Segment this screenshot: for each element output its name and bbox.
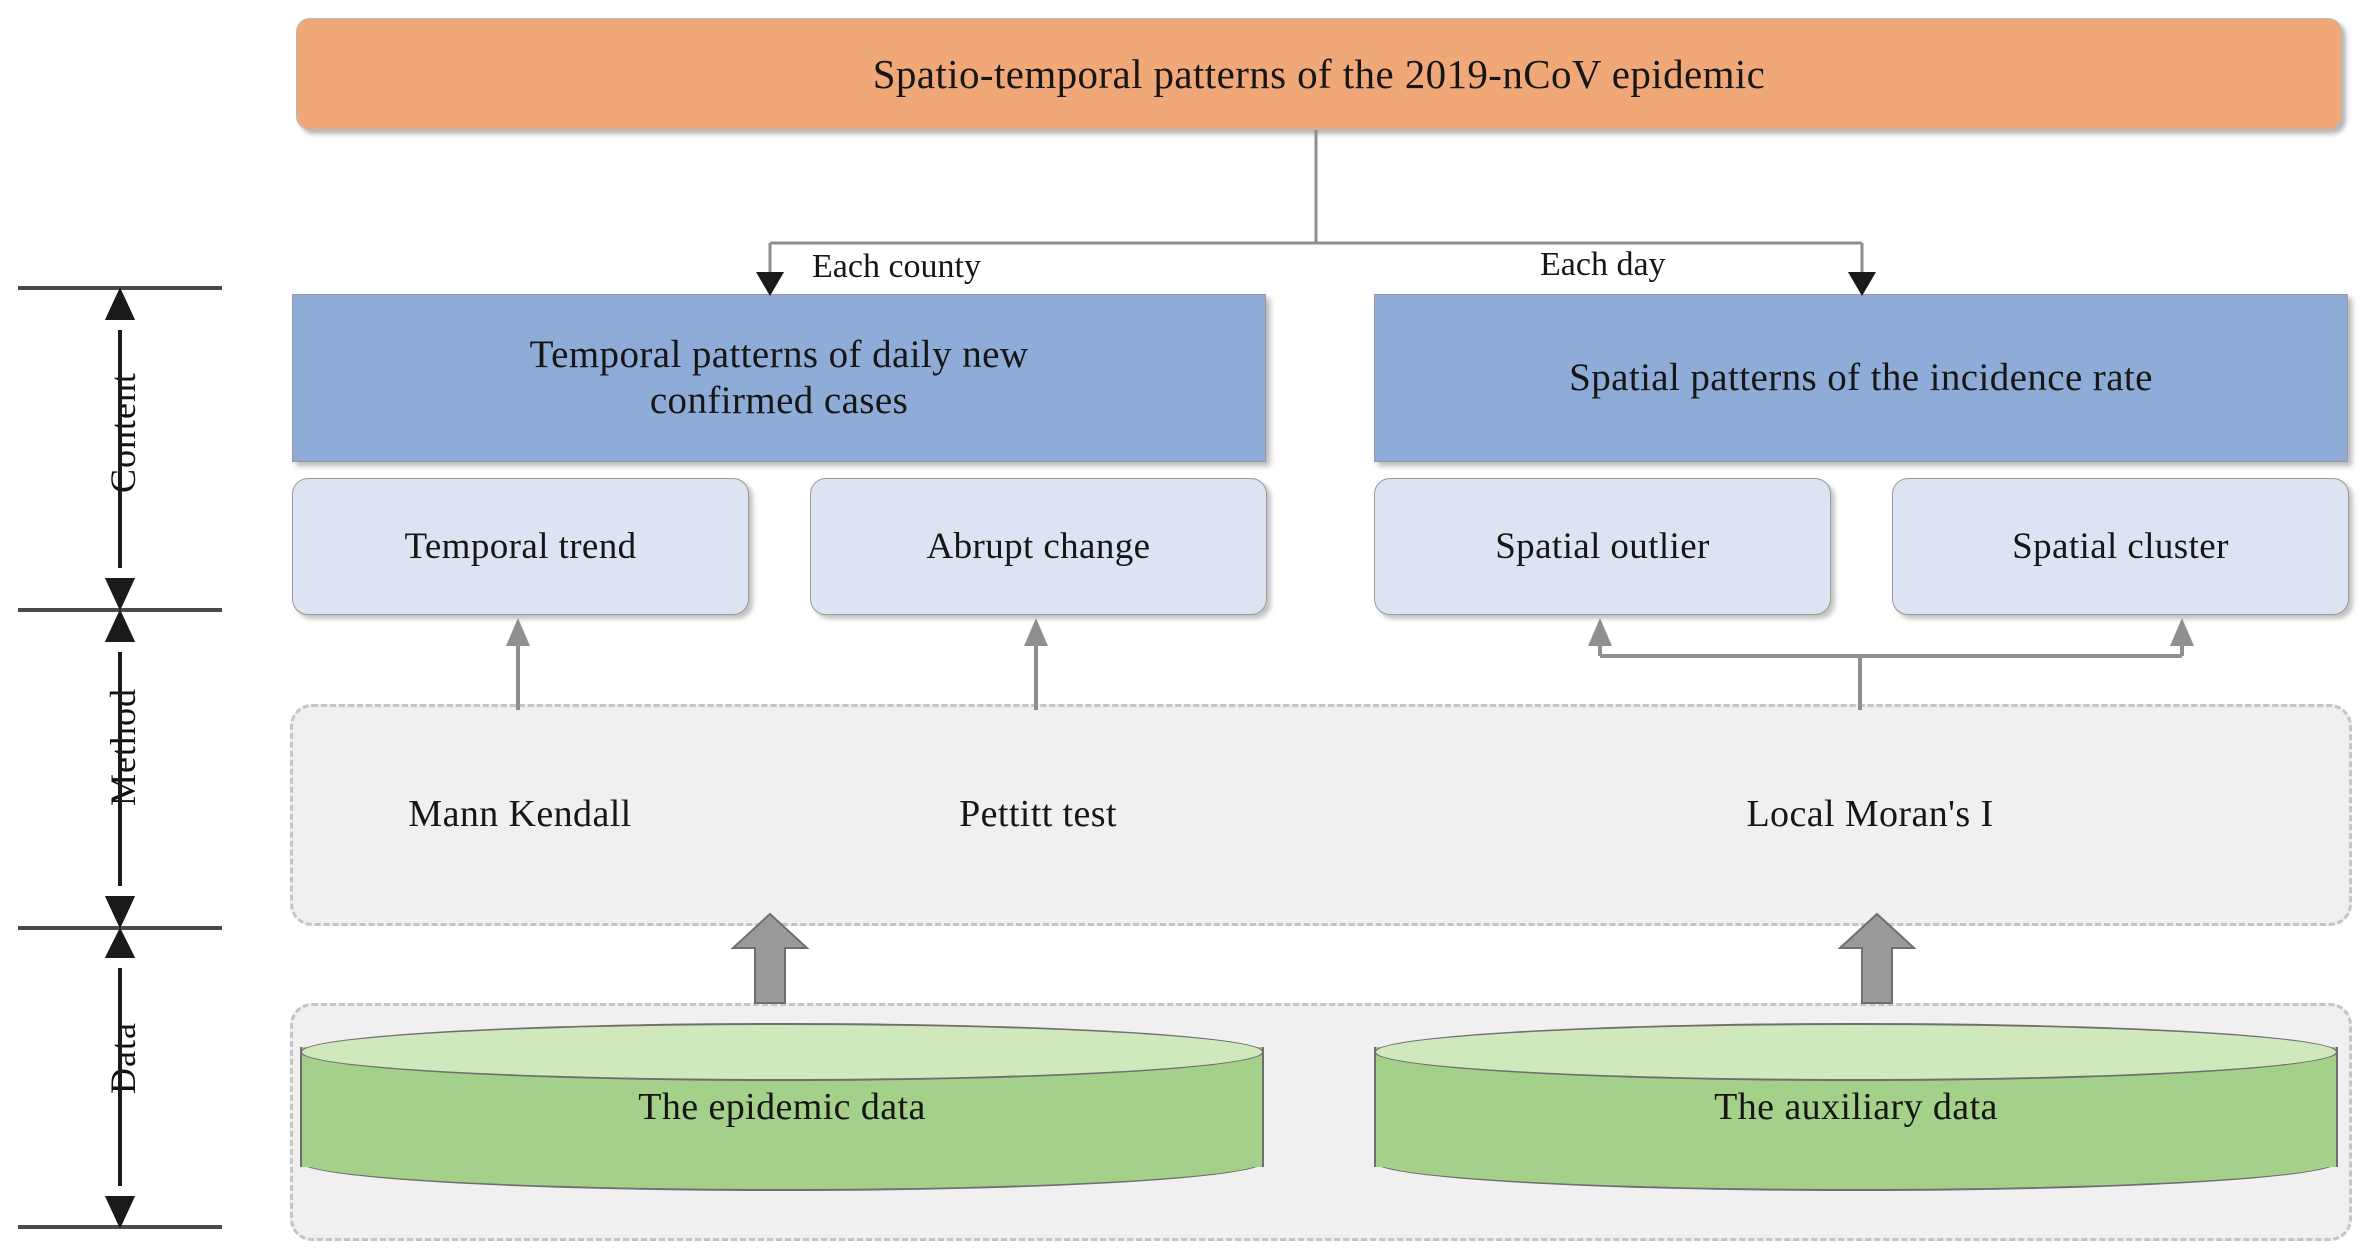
diagram-title-box: Spatio-temporal patterns of the 2019-nCo… xyxy=(296,18,2342,130)
data-cylinder-auxiliary[interactable]: The auxiliary data xyxy=(1374,1023,2338,1191)
scale-rule-second xyxy=(18,608,222,612)
wire-moran-split xyxy=(1598,640,2184,710)
data-cylinder-epidemic[interactable]: The epidemic data xyxy=(300,1023,1264,1191)
cylinder-top-auxiliary xyxy=(1374,1023,2338,1081)
block-arrow-auxiliary xyxy=(1837,912,1917,1004)
sub-box-abrupt-change[interactable]: Abrupt change xyxy=(810,478,1267,615)
edge-label-each-day: Each day xyxy=(1540,246,1666,283)
content-box-temporal-patterns[interactable]: Temporal patterns of daily new confirmed… xyxy=(292,294,1266,462)
scale-rule-third xyxy=(18,926,222,930)
data-cylinder-auxiliary-label: The auxiliary data xyxy=(1714,1085,1998,1128)
arrowhead-trend xyxy=(506,618,530,646)
arrowhead-outlier xyxy=(1588,618,1612,646)
data-cylinder-epidemic-label: The epidemic data xyxy=(638,1085,926,1128)
scale-rule-bottom xyxy=(18,1225,222,1229)
content-box-spatial-label: Spatial patterns of the incidence rate xyxy=(1569,355,2153,399)
sub-box-spatial-outlier[interactable]: Spatial outlier xyxy=(1374,478,1831,615)
method-ellipse-local-morans-i-label: Local Moran's I xyxy=(1746,792,1994,835)
sub-box-spatial-cluster[interactable]: Spatial cluster xyxy=(1892,478,2349,615)
scale-rule-top xyxy=(18,286,222,290)
layer-label-data: Data xyxy=(103,1022,143,1094)
content-box-temporal-label: Temporal patterns of daily new confirmed… xyxy=(529,332,1029,422)
sub-box-temporal-trend[interactable]: Temporal trend xyxy=(292,478,749,615)
sub-box-spatial-outlier-label: Spatial outlier xyxy=(1495,525,1710,567)
method-ellipse-pettitt-test-label: Pettitt test xyxy=(959,792,1117,835)
arrowhead-cluster xyxy=(2170,618,2194,646)
arrowhead-abrupt xyxy=(1024,618,1048,646)
content-box-spatial-patterns[interactable]: Spatial patterns of the incidence rate xyxy=(1374,294,2348,462)
sub-box-abrupt-change-label: Abrupt change xyxy=(926,525,1151,567)
method-layer-band xyxy=(290,704,2352,926)
layer-label-method: Method xyxy=(103,688,143,806)
layer-label-content: Content xyxy=(103,372,143,493)
cylinder-top-epidemic xyxy=(300,1023,1264,1081)
edge-label-each-county: Each county xyxy=(812,248,981,285)
page-title: Spatio-temporal patterns of the 2019-nCo… xyxy=(872,50,1766,97)
sub-box-spatial-cluster-label: Spatial cluster xyxy=(2012,525,2229,567)
method-ellipse-mann-kendall-label: Mann Kendall xyxy=(408,792,632,835)
sub-box-temporal-trend-label: Temporal trend xyxy=(404,525,637,567)
block-arrow-epidemic xyxy=(730,912,810,1004)
